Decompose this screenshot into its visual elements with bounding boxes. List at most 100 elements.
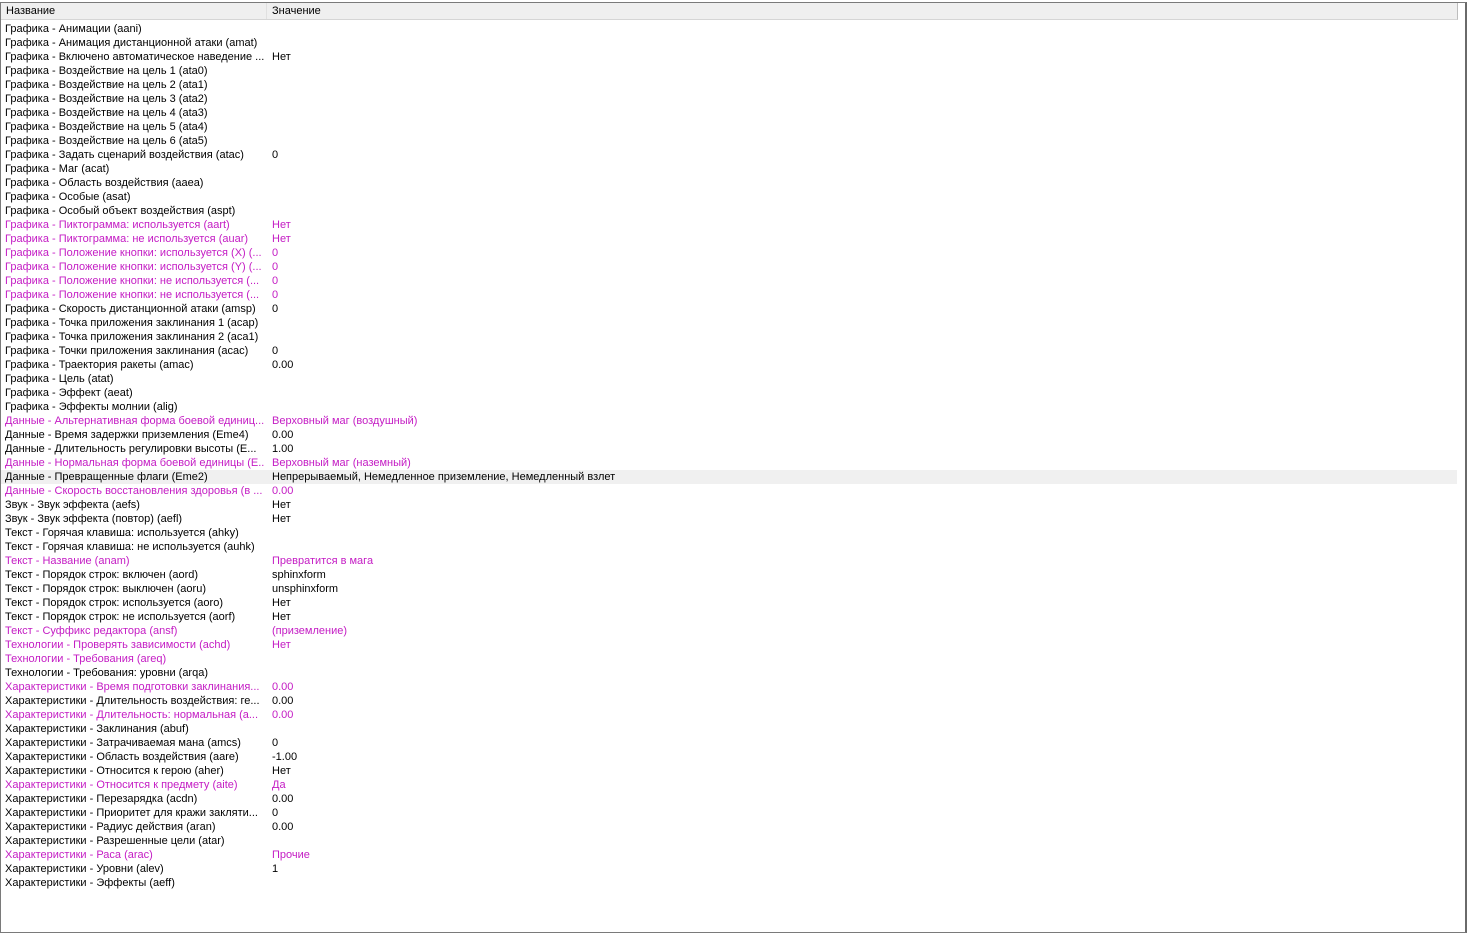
- list-row[interactable]: Графика - Воздействие на цель 5 (ata4): [1, 120, 1457, 134]
- list-row[interactable]: Графика - Область воздействия (aaea): [1, 176, 1457, 190]
- field-value: 0.00: [272, 429, 294, 441]
- list-row[interactable]: Графика - Траектория ракеты (amac)0.00: [1, 358, 1457, 372]
- field-name: Графика - Область воздействия (aaea): [5, 177, 204, 189]
- field-value: 0: [272, 289, 279, 301]
- field-name: Графика - Воздействие на цель 4 (ata3): [5, 107, 208, 119]
- list-row[interactable]: Текст - Порядок строк: используется (aor…: [1, 596, 1457, 610]
- field-value: 1: [272, 863, 279, 875]
- list-row[interactable]: Данные - Превращенные флаги (Eme2)Непрер…: [1, 470, 1457, 484]
- list-row[interactable]: Характеристики - Эффекты (aeff): [1, 876, 1457, 890]
- list-row[interactable]: Графика - Положение кнопки: используется…: [1, 246, 1457, 260]
- list-row[interactable]: Текст - Название (anam)Превратится в маг…: [1, 554, 1457, 568]
- list-row[interactable]: Данные - Длительность регулировки высоты…: [1, 442, 1457, 456]
- field-value: Нет: [272, 611, 291, 623]
- field-name: Данные - Нормальная форма боевой единицы…: [5, 457, 265, 469]
- list-row[interactable]: Графика - Воздействие на цель 3 (ata2): [1, 92, 1457, 106]
- list-row[interactable]: Графика - Особый объект воздействия (asp…: [1, 204, 1457, 218]
- list-row[interactable]: Графика - Задать сценарий воздействия (a…: [1, 148, 1457, 162]
- list-row[interactable]: Звук - Звук эффекта (aefs)Нет: [1, 498, 1457, 512]
- field-value: 0.00: [272, 709, 294, 721]
- list-row[interactable]: Характеристики - Длительность воздействи…: [1, 694, 1457, 708]
- list-row[interactable]: Технологии - Требования (areq): [1, 652, 1457, 666]
- list-row[interactable]: Графика - Положение кнопки: не используе…: [1, 288, 1457, 302]
- list-row[interactable]: Характеристики - Область воздействия (aa…: [1, 750, 1457, 764]
- list-row[interactable]: Характеристики - Относится к герою (aher…: [1, 764, 1457, 778]
- field-value: 0.00: [272, 681, 294, 693]
- list-row[interactable]: Графика - Пиктограмма: используется (aar…: [1, 218, 1457, 232]
- list-row[interactable]: Графика - Скорость дистанционной атаки (…: [1, 302, 1457, 316]
- list-row[interactable]: Характеристики - Затрачиваемая мана (amc…: [1, 736, 1457, 750]
- list-row[interactable]: Графика - Эффект (aeat): [1, 386, 1457, 400]
- field-value: 0.00: [272, 695, 294, 707]
- list-header: Название Значение: [1, 3, 1458, 20]
- list-row[interactable]: Графика - Эффекты молнии (alig): [1, 400, 1457, 414]
- list-row[interactable]: Графика - Положение кнопки: используется…: [1, 260, 1457, 274]
- field-name: Данные - Скорость восстановления здоровь…: [5, 485, 263, 497]
- list-row[interactable]: Текст - Порядок строк: выключен (aoru)un…: [1, 582, 1457, 596]
- list-row[interactable]: Графика - Пиктограмма: не используется (…: [1, 232, 1457, 246]
- list-row[interactable]: Характеристики - Перезарядка (acdn)0.00: [1, 792, 1457, 806]
- list-row[interactable]: Данные - Скорость восстановления здоровь…: [1, 484, 1457, 498]
- list-row[interactable]: Графика - Точка приложения заклинания 2 …: [1, 330, 1457, 344]
- list-row[interactable]: Данные - Нормальная форма боевой единицы…: [1, 456, 1457, 470]
- field-value: 1.00: [272, 443, 294, 455]
- list-row[interactable]: Данные - Время задержки приземления (Eme…: [1, 428, 1457, 442]
- field-name: Графика - Задать сценарий воздействия (a…: [5, 149, 244, 161]
- field-name: Графика - Маг (acat): [5, 163, 110, 175]
- list-row[interactable]: Графика - Включено автоматическое наведе…: [1, 50, 1457, 64]
- list-row[interactable]: Графика - Воздействие на цель 1 (ata0): [1, 64, 1457, 78]
- list-row[interactable]: Текст - Порядок строк: не используется (…: [1, 610, 1457, 624]
- field-name: Графика - Скорость дистанционной атаки (…: [5, 303, 256, 315]
- list-row[interactable]: Звук - Звук эффекта (повтор) (aefl)Нет: [1, 512, 1457, 526]
- list-row[interactable]: Технологии - Проверять зависимости (achd…: [1, 638, 1457, 652]
- field-value: Нет: [272, 597, 291, 609]
- list-row[interactable]: Графика - Точки приложения заклинания (a…: [1, 344, 1457, 358]
- field-name: Графика - Воздействие на цель 3 (ata2): [5, 93, 208, 105]
- list-row[interactable]: Характеристики - Время подготовки заклин…: [1, 680, 1457, 694]
- field-name: Текст - Суффикс редактора (ansf): [5, 625, 178, 637]
- field-value: 0: [272, 807, 279, 819]
- list-row[interactable]: Графика - Воздействие на цель 2 (ata1): [1, 78, 1457, 92]
- field-value: Нет: [272, 513, 291, 525]
- list-row[interactable]: Технологии - Требования: уровни (arqa): [1, 666, 1457, 680]
- field-value: Нет: [272, 219, 291, 231]
- field-name: Графика - Воздействие на цель 1 (ata0): [5, 65, 208, 77]
- list-row[interactable]: Характеристики - Длительность: нормальна…: [1, 708, 1457, 722]
- list-row[interactable]: Характеристики - Уровни (alev)1: [1, 862, 1457, 876]
- list-row[interactable]: Данные - Альтернативная форма боевой еди…: [1, 414, 1457, 428]
- list-row[interactable]: Характеристики - Раса (arac)Прочие: [1, 848, 1457, 862]
- field-value: Непрерываемый, Немедленное приземление, …: [272, 471, 616, 483]
- field-name: Графика - Воздействие на цель 6 (ata5): [5, 135, 208, 147]
- field-name: Характеристики - Заклинания (abuf): [5, 723, 189, 735]
- list-row[interactable]: Графика - Точка приложения заклинания 1 …: [1, 316, 1457, 330]
- field-value: 0: [272, 149, 279, 161]
- field-value: Да: [272, 779, 286, 791]
- list-row[interactable]: Текст - Суффикс редактора (ansf) (призем…: [1, 624, 1457, 638]
- list-row[interactable]: Текст - Порядок строк: включен (aord)sph…: [1, 568, 1457, 582]
- field-value: Верховный маг (воздушный): [272, 415, 418, 427]
- list-row[interactable]: Графика - Особые (asat): [1, 190, 1457, 204]
- list-row[interactable]: Характеристики - Разрешенные цели (atar): [1, 834, 1457, 848]
- field-value: 0: [272, 261, 279, 273]
- field-value: Верховный маг (наземный): [272, 457, 411, 469]
- list-row[interactable]: Текст - Горячая клавиша: не используется…: [1, 540, 1457, 554]
- list-row[interactable]: Характеристики - Радиус действия (aran)0…: [1, 820, 1457, 834]
- column-header-name[interactable]: Название: [1, 3, 267, 19]
- field-name: Характеристики - Длительность воздействи…: [5, 695, 260, 707]
- list-row[interactable]: Графика - Воздействие на цель 6 (ata5): [1, 134, 1457, 148]
- list-row[interactable]: Графика - Положение кнопки: не используе…: [1, 274, 1457, 288]
- list-row[interactable]: Текст - Горячая клавиша: используется (a…: [1, 526, 1457, 540]
- list-row[interactable]: Графика - Воздействие на цель 4 (ata3): [1, 106, 1457, 120]
- list-row[interactable]: Характеристики - Относится к предмету (a…: [1, 778, 1457, 792]
- list-row[interactable]: Графика - Маг (acat): [1, 162, 1457, 176]
- list-row[interactable]: Характеристики - Заклинания (abuf): [1, 722, 1457, 736]
- list-row[interactable]: Графика - Анимация дистанционной атаки (…: [1, 36, 1457, 50]
- list-row[interactable]: Графика - Цель (atat): [1, 372, 1457, 386]
- field-name: Графика - Анимация дистанционной атаки (…: [5, 37, 258, 49]
- list-row[interactable]: Графика - Анимации (aani): [1, 22, 1457, 36]
- field-value: 0.00: [272, 793, 294, 805]
- list-row[interactable]: Характеристики - Приоритет для кражи зак…: [1, 806, 1457, 820]
- column-header-value[interactable]: Значение: [272, 5, 321, 17]
- field-value: sphinxform: [272, 569, 326, 581]
- field-name: Графика - Особые (asat): [5, 191, 131, 203]
